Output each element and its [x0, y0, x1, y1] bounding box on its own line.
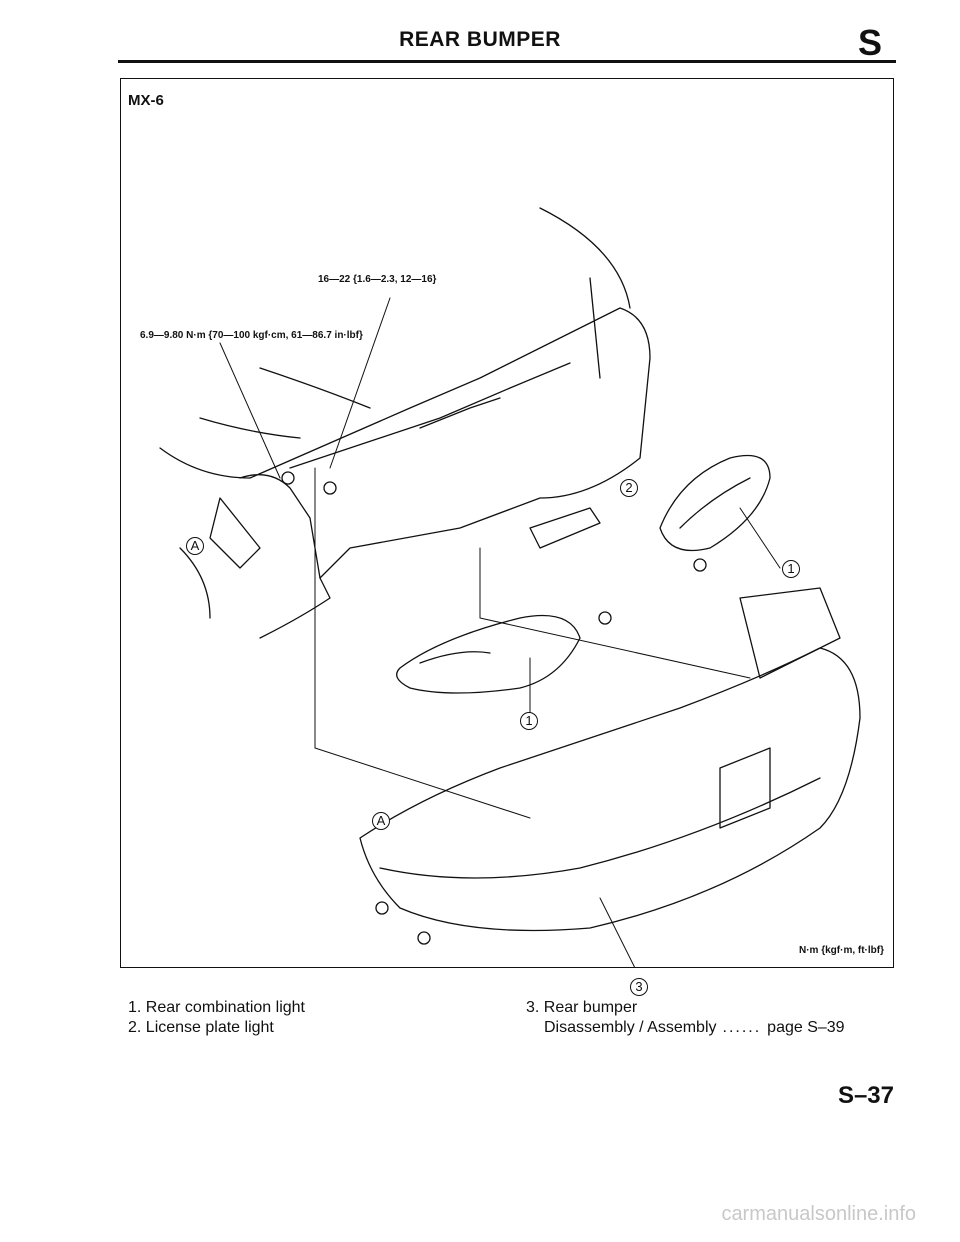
fasteners [281, 471, 707, 945]
torque-spec-upper: 16—22 {1.6—2.3, 12—16} [318, 274, 437, 285]
callout-1-right: 1 [782, 560, 800, 578]
car-body-outline [159, 207, 651, 639]
legend-item-2: 2. License plate light [128, 1019, 274, 1036]
bumper-exploded-diagram [159, 207, 861, 968]
torque-spec-lower: 6.9—9.80 N·m {70—100 kgf·cm, 61—86.7 in·… [140, 330, 363, 341]
legend-item-3: 3. Rear bumper [526, 999, 638, 1016]
callout-a-body: A [186, 537, 204, 555]
license-plate-light-drawing [529, 507, 601, 549]
bumper-cover-outline [359, 587, 861, 932]
model-label: MX-6 [128, 92, 164, 109]
leader-lines [219, 297, 781, 968]
page-title: REAR BUMPER [399, 28, 561, 51]
legend-right: 3. Rear bumper Disassembly / Assembly...… [526, 998, 845, 1038]
page-number: S–37 [837, 1082, 894, 1109]
section-letter: S [858, 22, 883, 63]
figure-frame [120, 78, 894, 968]
callout-2: 2 [620, 479, 638, 497]
header-rule [118, 60, 896, 63]
watermark: carmanualsonline.info [721, 1203, 916, 1225]
legend-item-3-dots: ...... [722, 1019, 762, 1036]
callout-3: 3 [630, 978, 648, 996]
legend-item-3-sub-label: Disassembly / Assembly [544, 1019, 717, 1036]
legend-item-1: 1. Rear combination light [128, 999, 305, 1016]
callout-a-bumper: A [372, 812, 390, 830]
callout-1-left: 1 [520, 712, 538, 730]
legend-left: 1. Rear combination light 2. License pla… [128, 998, 305, 1038]
legend-item-3-reference: Disassembly / Assembly...... page S–39 [526, 1018, 845, 1038]
right-combination-light [659, 454, 771, 552]
unit-note: N·m {kgf·m, ft·lbf} [799, 945, 884, 956]
legend-item-3-page-ref: page S–39 [767, 1019, 845, 1036]
left-combination-light [396, 614, 581, 694]
